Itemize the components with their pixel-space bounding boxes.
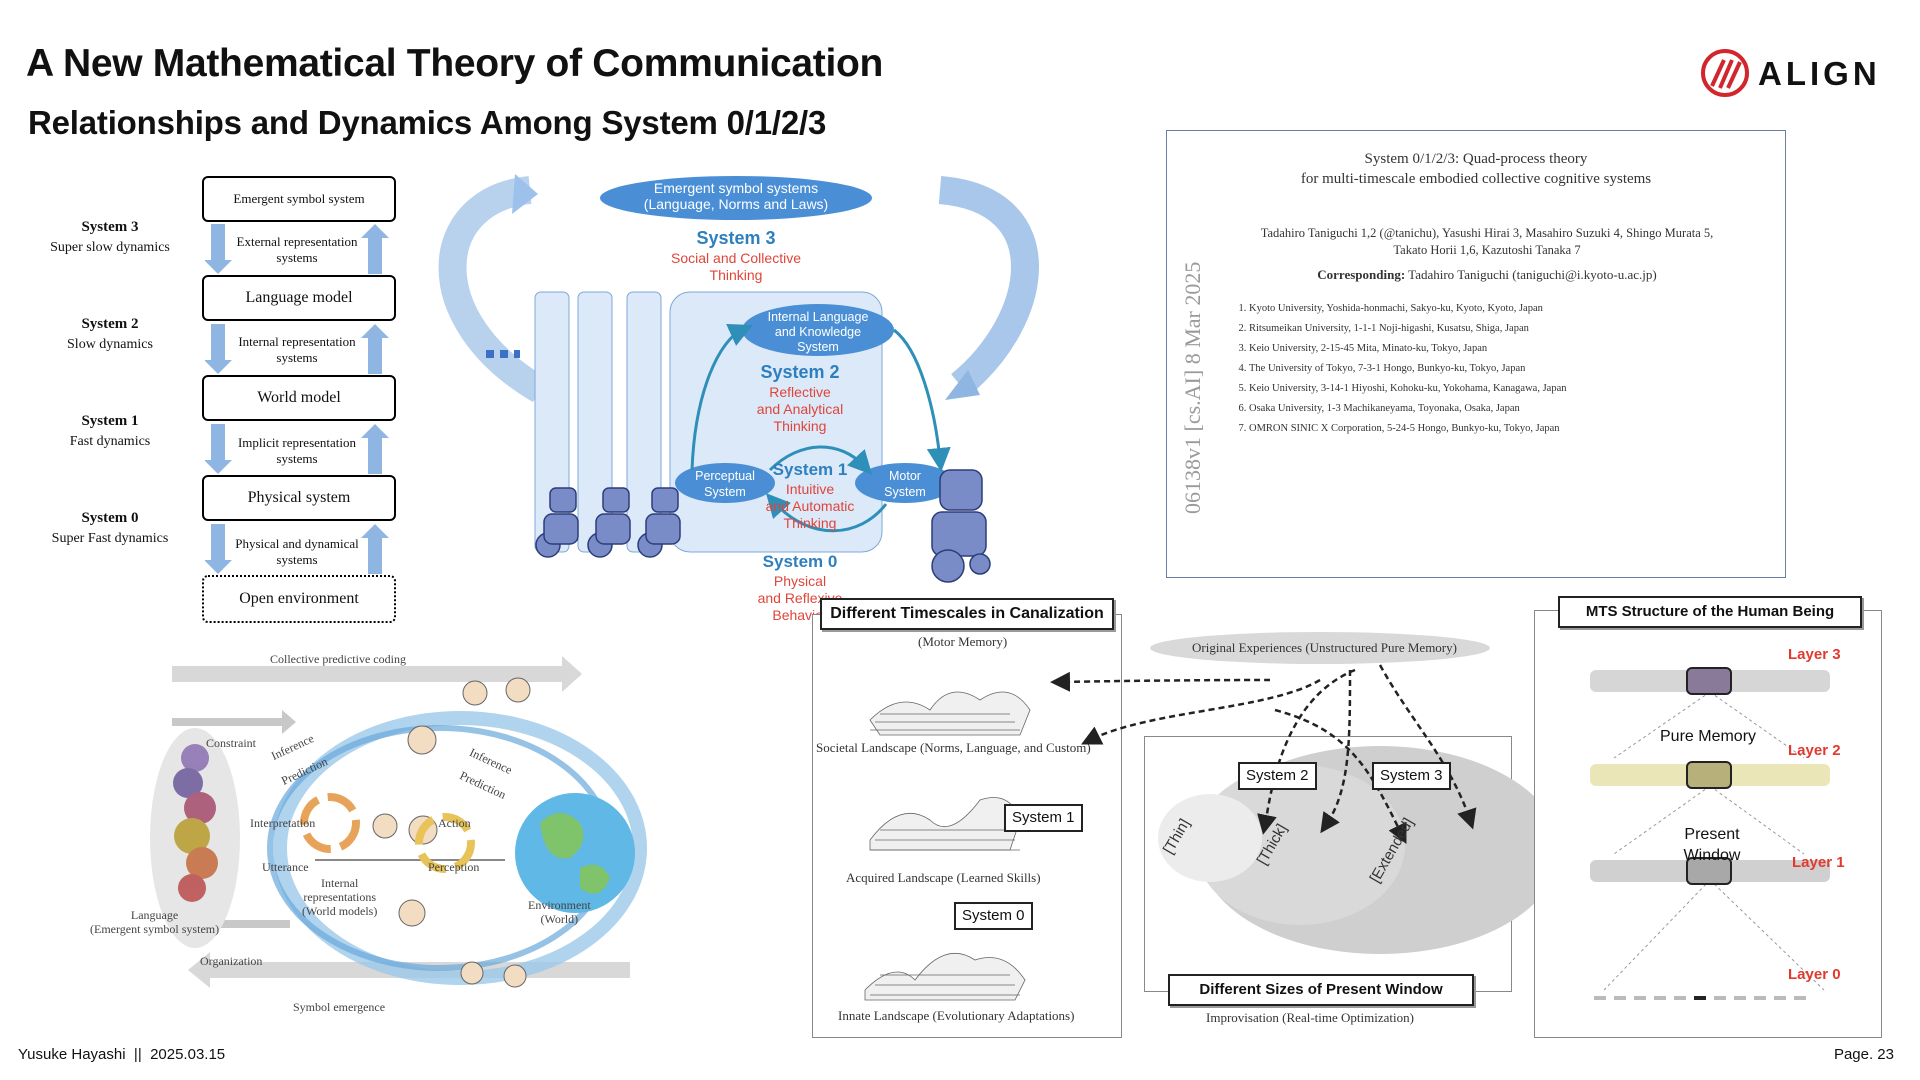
motor-memory-label: (Motor Memory) <box>918 634 1008 649</box>
layer3-label: Layer 3 <box>1788 646 1841 663</box>
original-experiences-label: Original Experiences (Unstructured Pure … <box>1192 640 1457 655</box>
system2-title: System 2 <box>760 362 840 382</box>
utterance-label: Utterance <box>262 860 309 874</box>
page-number: Page. 23 <box>1833 1046 1894 1063</box>
quad-process-diagram: Emergent symbol systems(Language, Norms … <box>420 170 1040 630</box>
pure-memory-label: Pure Memory <box>1660 728 1757 745</box>
layer1-label: Layer 1 <box>1792 854 1845 871</box>
page-subtitle: Relationships and Dynamics Among System … <box>28 104 827 141</box>
stack-box-open-env: Open environment <box>202 575 396 623</box>
paper-affiliations: Kyoto University, Yoshida-honmachi, Saky… <box>1227 299 1566 439</box>
stack-rep-internal: Internal representation systems <box>238 334 356 365</box>
stack-box-physical: Physical system <box>202 475 396 521</box>
innate-landscape-label: Innate Landscape (Evolutionary Adaptatio… <box>838 1008 1075 1023</box>
action-label: Action <box>438 816 471 830</box>
affiliation-item: Ritsumeikan University, 1-1-1 Noji-higas… <box>1249 319 1566 339</box>
present-system3-box: System 3 <box>1372 762 1451 790</box>
societal-landscape-label: Societal Landscape (Norms, Language, and… <box>816 740 1091 755</box>
system0-title: System 0 <box>762 552 838 571</box>
stack-box-emergent: Emergent symbol system <box>202 176 396 222</box>
align-logo: ALIGN <box>1700 48 1890 100</box>
layer0-label: Layer 0 <box>1788 966 1841 983</box>
affiliation-item: Kyoto University, Yoshida-honmachi, Saky… <box>1249 299 1566 319</box>
landscape-graphics <box>864 691 1031 1001</box>
paper-authors: Tadahiro Taniguchi 1,2 (@tanichu), Yasus… <box>1260 226 1714 257</box>
stack-box-world: World model <box>202 375 396 421</box>
page-title: A New Mathematical Theory of Communicati… <box>26 42 884 85</box>
acquired-landscape-label: Acquired Landscape (Learned Skills) <box>846 870 1041 885</box>
emergent-symbol-ellipse-label: Emergent symbol systems(Language, Norms … <box>643 180 829 212</box>
canal-system1-box: System 1 <box>1004 804 1083 832</box>
stack-box-language: Language model <box>202 275 396 321</box>
quad-diagram-graphics <box>438 174 1039 583</box>
language-label: Language(Emergent symbol system) <box>90 908 220 936</box>
canalization-header: Different Timescales in Canalization <box>820 598 1114 630</box>
organization-label: Organization <box>200 954 263 968</box>
collective-top-label: Collective predictive coding <box>270 652 406 666</box>
affiliation-item: Keio University, 2-15-45 Mita, Minato-ku… <box>1249 339 1566 359</box>
logo-text: ALIGN <box>1758 55 1881 92</box>
stack-rep-external: External representation systems <box>236 234 358 265</box>
affiliation-item: Osaka University, 1-3 Machikaneyama, Toy… <box>1249 399 1566 419</box>
interpretation-label: Interpretation <box>250 816 316 830</box>
stack-arrows <box>205 224 389 574</box>
collective-predictive-coding-diagram: Collective predictive coding Constraint … <box>90 648 660 1018</box>
footer-author-date: Yusuke Hayashi || 2025.03.15 <box>18 1046 226 1063</box>
stack-rep-physical: Physical and dynamical systems <box>235 536 359 567</box>
perception-label: Perception <box>428 860 480 874</box>
present-system2-box: System 2 <box>1238 762 1317 790</box>
align-logo-icon <box>1701 49 1749 97</box>
arxiv-stamp: 06138v1 [cs.AI] 8 Mar 2025 <box>1180 261 1205 514</box>
symbol-emergence-label: Symbol emergence <box>293 1000 386 1014</box>
present-window-graphics <box>1050 632 1550 954</box>
environment-label: Environment(World) <box>528 898 591 926</box>
affiliation-item: The University of Tokyo, 7-3-1 Hongo, Bu… <box>1249 359 1566 379</box>
improvisation-label: Improvisation (Real-time Optimization) <box>1206 1010 1414 1025</box>
system1-title: System 1 <box>772 460 848 479</box>
canal-system0-box: System 0 <box>954 902 1033 930</box>
paper-corresponding: Corresponding: Tadahiro Taniguchi (tanig… <box>1317 267 1657 282</box>
constraint-label: Constraint <box>206 736 256 750</box>
collective-graphics <box>150 656 647 988</box>
layer2-label: Layer 2 <box>1788 742 1841 759</box>
present-window-header: Different Sizes of Present Window <box>1168 974 1474 1006</box>
system3-title: System 3 <box>696 228 776 248</box>
stack-rep-implicit: Implicit representation systems <box>237 435 357 466</box>
mts-graphics <box>1590 667 1830 1000</box>
affiliation-item: Keio University, 3-14-1 Hiyoshi, Kohoku-… <box>1249 379 1566 399</box>
mts-header: MTS Structure of the Human Being <box>1558 596 1862 628</box>
affiliation-item: OMRON SINIC X Corporation, 5-24-5 Hongo,… <box>1249 419 1566 439</box>
